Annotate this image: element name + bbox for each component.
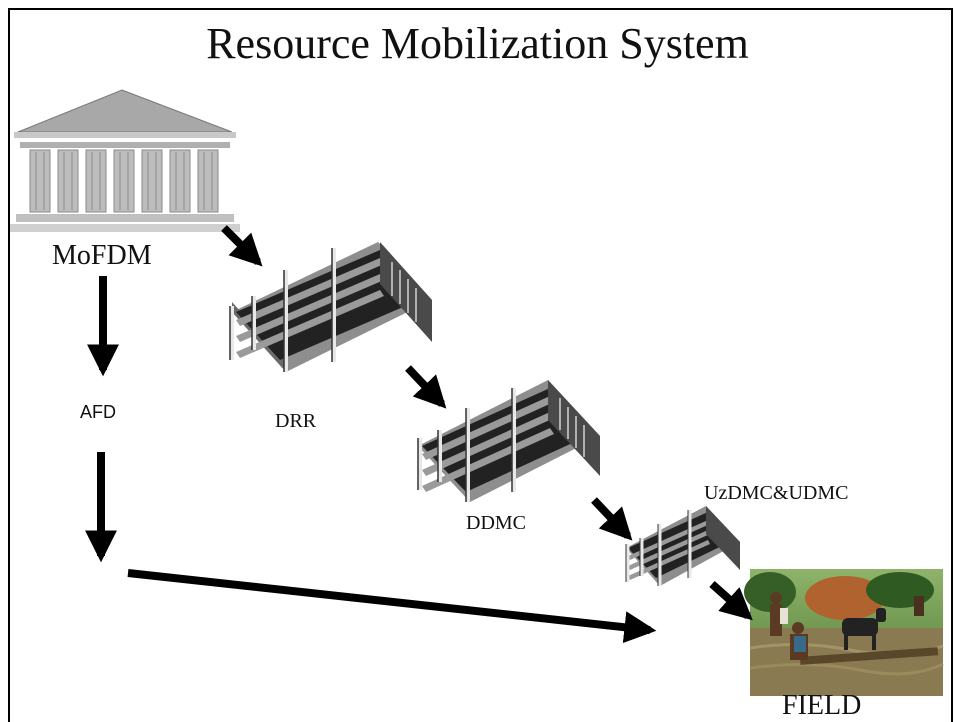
node-label-mofdm: MoFDM [52, 240, 152, 271]
arrow-afd-to-field [127, 569, 657, 644]
drr-building-icon [229, 242, 432, 372]
arrow-drr-to-ddmc [405, 365, 447, 409]
flow-arrows [85, 225, 753, 644]
arrow-uzdmc-to-field [709, 581, 753, 621]
diagram-title: Resource Mobilization System [206, 19, 749, 68]
node-label-uzdmc: UzDMC&UDMC [704, 482, 849, 504]
government-building-icon [10, 89, 240, 232]
flood-field-photo [744, 569, 944, 696]
uzdmc-building-icon [625, 506, 740, 586]
arrow-mofdm-to-drr [221, 225, 263, 267]
arrow-ddmc-to-uzdmc [591, 497, 633, 541]
node-label-drr: DRR [275, 410, 317, 432]
node-label-ddmc: DDMC [466, 512, 527, 534]
slide-frame [8, 8, 953, 722]
ddmc-building-icon [417, 380, 600, 502]
node-label-afd: AFD [80, 402, 116, 422]
node-label-field: FIELD [782, 690, 862, 721]
